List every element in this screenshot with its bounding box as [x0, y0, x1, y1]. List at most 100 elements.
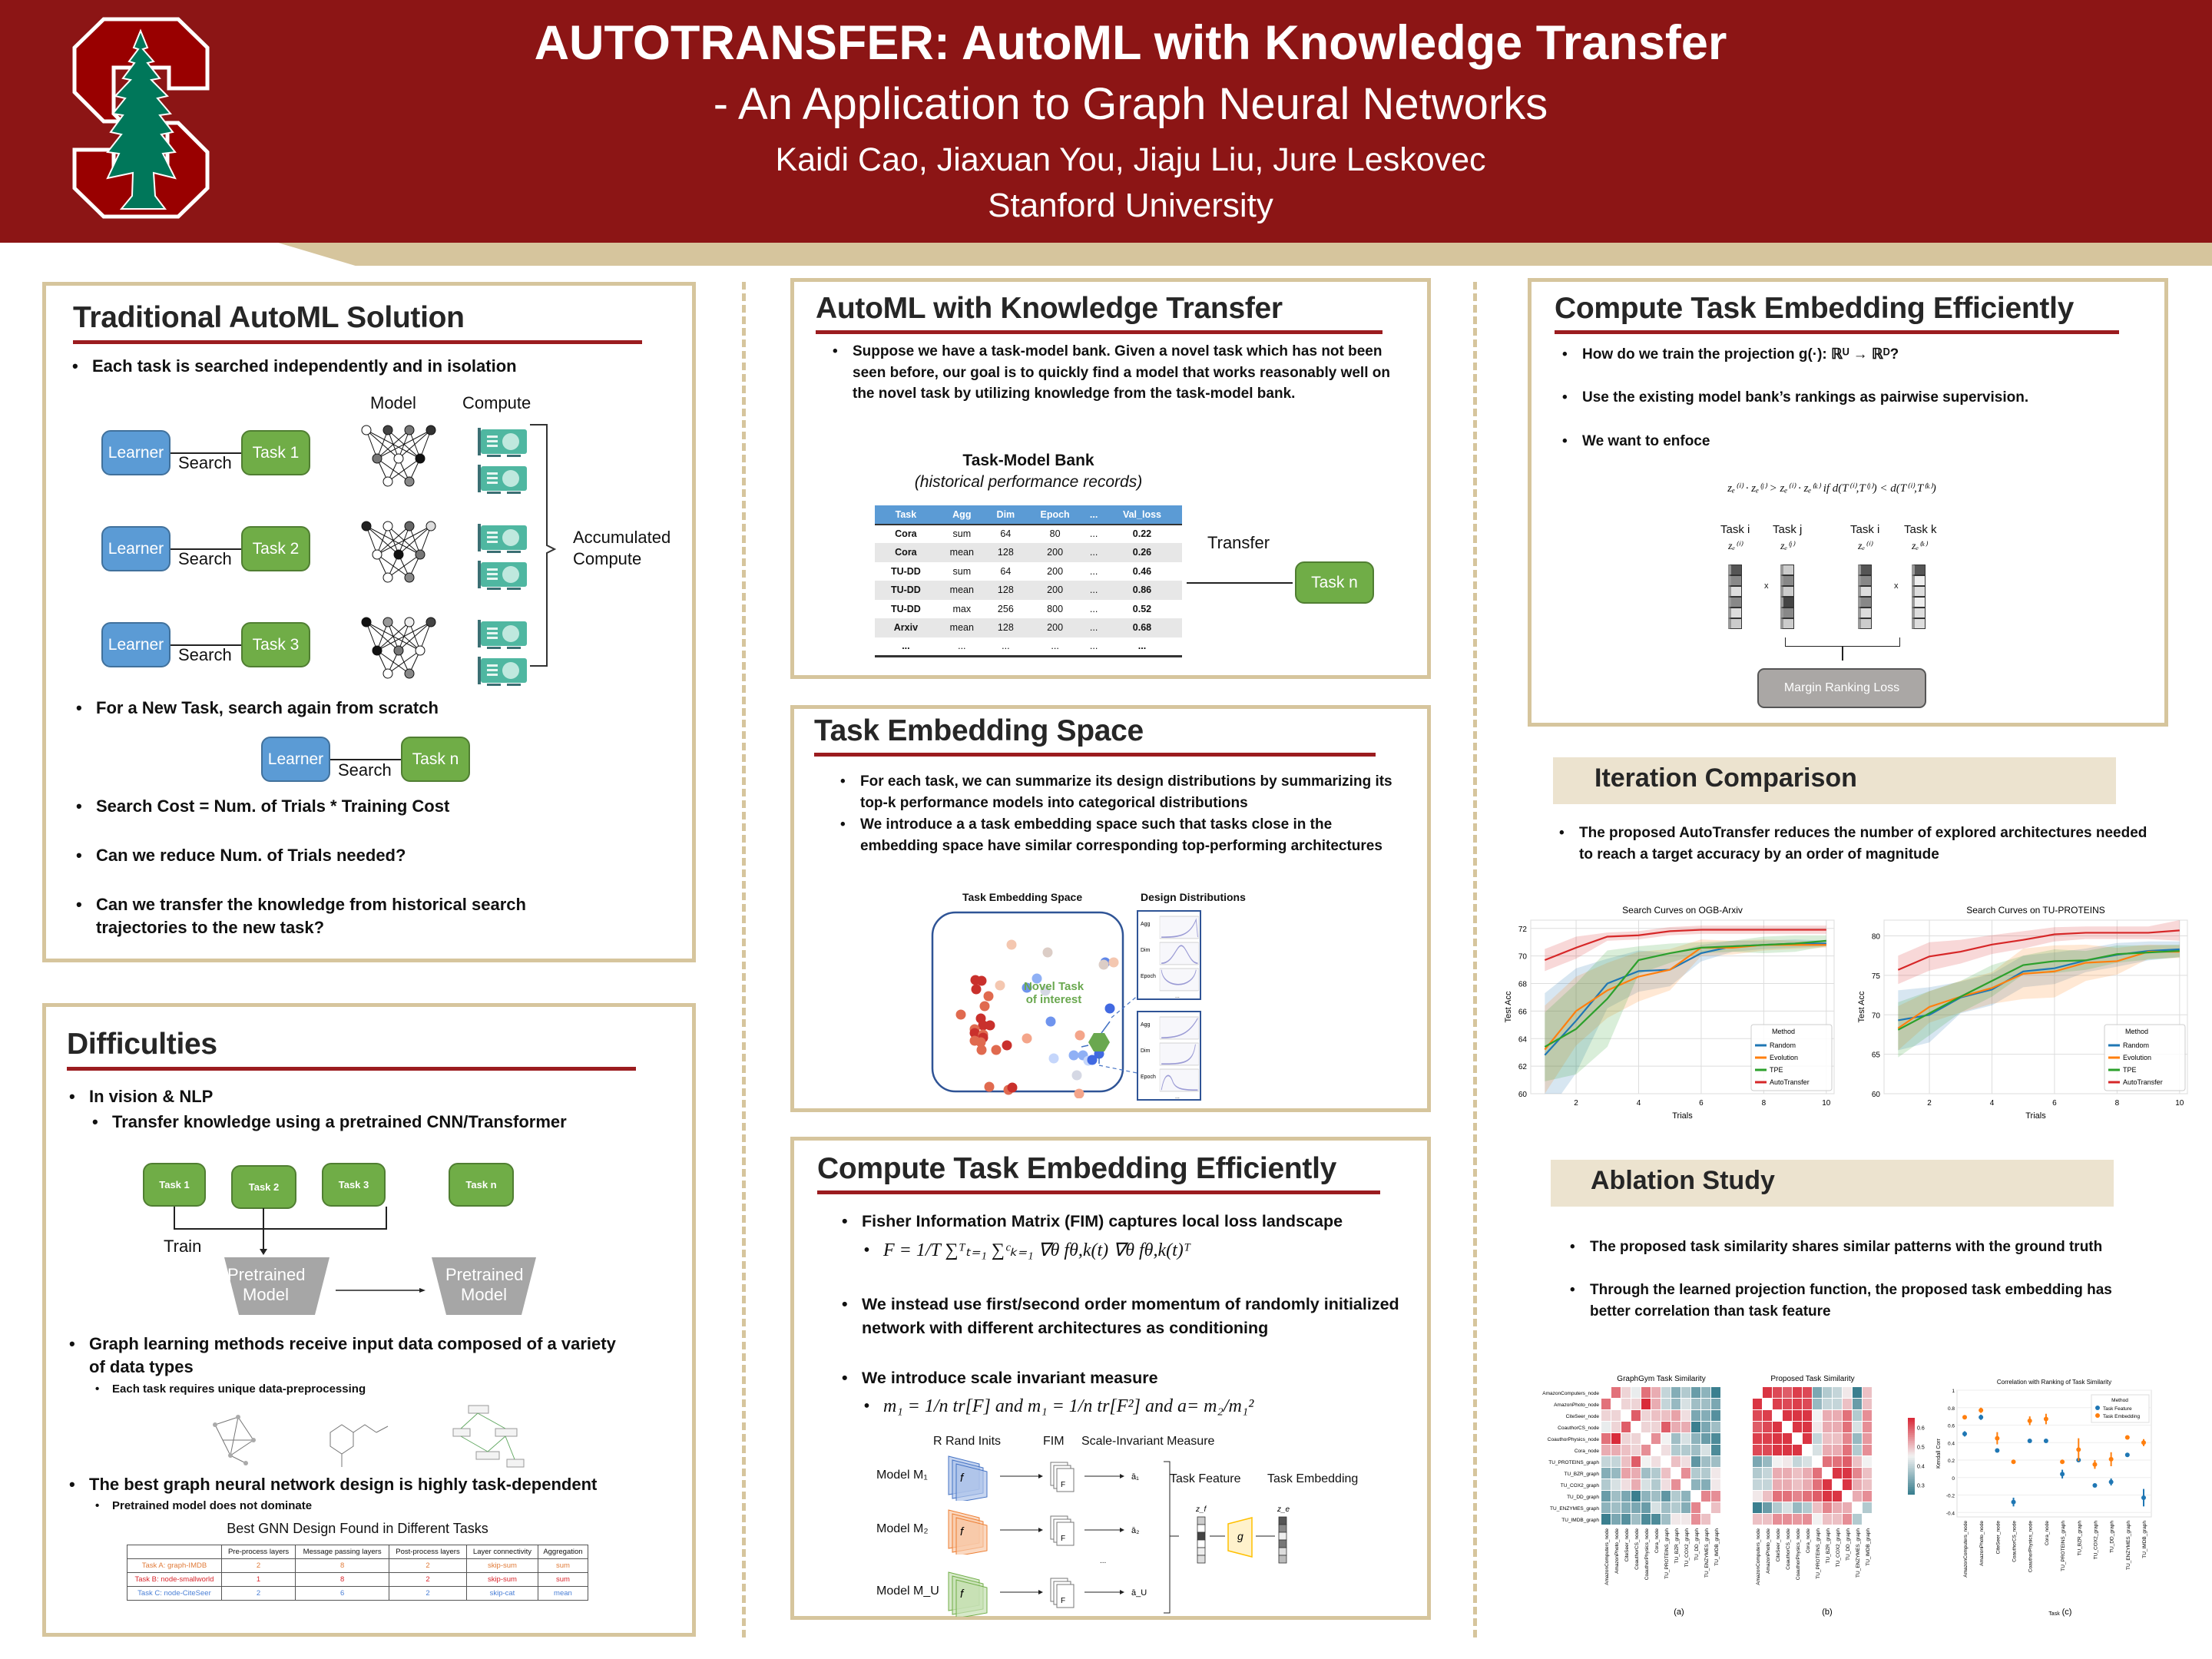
- edge: [387, 650, 421, 674]
- neural-network-icon: [361, 617, 436, 679]
- heatmap-cell: [1803, 1468, 1812, 1479]
- table-cell: 2: [388, 1558, 468, 1573]
- table-cell: ...: [1085, 543, 1102, 562]
- heatmap-cell: [1813, 1502, 1822, 1513]
- series-line: [1544, 929, 1826, 962]
- gpu-bar: [487, 531, 498, 534]
- table-cell: ...: [902, 641, 910, 651]
- heatmap-cell: [1853, 1445, 1862, 1455]
- heatmap-cell: [1651, 1502, 1661, 1513]
- feature-cell: [1197, 1555, 1206, 1564]
- heatmap-cell: [1793, 1479, 1802, 1490]
- edge: [376, 429, 389, 459]
- x-tick-label: CiteSeer_node: [1995, 1521, 2001, 1555]
- colorbar-segment: [1908, 1426, 1915, 1428]
- task-label: Task i: [1720, 523, 1750, 536]
- model-label: Model M₁: [876, 1469, 928, 1482]
- column-label: TU_DD_graph: [1694, 1528, 1700, 1561]
- node: [372, 549, 382, 560]
- x-tick-label: CoauthorCS_node: [2012, 1521, 2018, 1562]
- gpu-pin: [507, 455, 521, 457]
- colorbar-segment: [1908, 1491, 1915, 1493]
- edge: [419, 429, 432, 459]
- heatmap-cell: [1823, 1445, 1832, 1455]
- novel-task-label: Novel Task of interest: [1023, 980, 1084, 1006]
- distribution-fig-title: Design Distributions: [1141, 891, 1246, 903]
- gnn-table-caption: Best GNN Design Found in Different Tasks: [227, 1521, 488, 1536]
- heatmap-cell: [1773, 1422, 1782, 1432]
- heatmap-cell: [1701, 1479, 1710, 1490]
- legend-label: Task Embedding: [2103, 1414, 2140, 1419]
- heatmap-cell: [1671, 1468, 1681, 1479]
- heatmap-cell: [1611, 1491, 1621, 1502]
- gpu-pin: [487, 647, 501, 649]
- x-tick-label: TU_IMDB_graph: [2142, 1521, 2147, 1558]
- task-box: Task n: [449, 1163, 514, 1207]
- section-title: Compute Task Embedding Efficiently: [817, 1152, 1336, 1185]
- heatmap-cell: [1691, 1479, 1700, 1490]
- column-label: TU_PROTEINS_graph: [1664, 1528, 1670, 1579]
- heatmap-cell: [1631, 1445, 1641, 1455]
- colorbar-segment: [1908, 1454, 1915, 1457]
- ellipsis: ...: [1100, 1557, 1107, 1565]
- x-tick-label: 4: [1990, 1099, 1995, 1108]
- heatmap-cell: [1833, 1422, 1842, 1432]
- data-point: [1979, 1408, 1984, 1413]
- distribution-plot: [1159, 1042, 1199, 1066]
- heatmap-cell: [1661, 1456, 1671, 1467]
- x-tick-label: TU_PROTEINS_graph: [2061, 1521, 2066, 1571]
- margin-ranking-loss-box: Margin Ranking Loss: [1757, 668, 1926, 708]
- heatmap-cell: [1823, 1433, 1832, 1444]
- heatmap-cell: [1793, 1445, 1802, 1455]
- task-point: [1040, 985, 1051, 996]
- heatmap-cell: [1783, 1491, 1792, 1502]
- heatmap-cell: [1701, 1502, 1710, 1513]
- row-label: Cora_node: [1575, 1449, 1600, 1454]
- task-box: Task 1: [143, 1163, 206, 1207]
- node: [415, 645, 426, 656]
- table-cell: ...: [1085, 618, 1102, 637]
- heatmap-cell: [1651, 1387, 1661, 1398]
- heatmap-cell: [1823, 1387, 1832, 1398]
- heatmap-cell: [1853, 1410, 1862, 1421]
- neural-network-icon: [361, 425, 436, 487]
- heatmap-cell: [1853, 1502, 1862, 1513]
- embedding-cell: [1780, 618, 1794, 629]
- heatmap-cell: [1611, 1433, 1621, 1444]
- y-tick-label: 1: [1952, 1389, 1955, 1394]
- bullet: Each task is searched independently and …: [69, 355, 517, 378]
- y-tick-label: 75: [1872, 972, 1881, 981]
- heatmap-cell: [1711, 1410, 1720, 1421]
- heatmap-cell: [1763, 1491, 1772, 1502]
- confidence-band: [1898, 920, 2180, 985]
- authors: Kaidi Cao, Jiaxuan You, Jiaju Liu, Jure …: [775, 141, 1486, 178]
- heatmap-cell: [1753, 1387, 1762, 1398]
- bullet: Can we transfer the knowledge from histo…: [73, 893, 611, 939]
- task-point: [1042, 947, 1053, 958]
- gpu-bracket: [478, 561, 481, 588]
- table-cell: 0.22: [1132, 528, 1152, 540]
- legend-marker: [2095, 1413, 2100, 1418]
- heatmap-cell: [1651, 1399, 1661, 1409]
- distribution-label: Dim: [1141, 948, 1151, 953]
- feature-cell: [1197, 1524, 1206, 1533]
- heatmap-cell: [1701, 1399, 1710, 1409]
- projection-g: [1227, 1517, 1253, 1558]
- heatmap-cell: [1681, 1502, 1690, 1513]
- heatmap-cell: [1783, 1433, 1792, 1444]
- gpu-pin: [507, 647, 521, 649]
- gpu-icon: [478, 524, 527, 553]
- learner-box: Learner: [101, 430, 171, 475]
- arrow: [1842, 647, 1843, 661]
- stanford-logo: [72, 17, 210, 219]
- node: [426, 521, 436, 531]
- heatmap-title: GraphGym Task Similarity: [1617, 1375, 1705, 1383]
- y-tick-label: 70: [1518, 953, 1528, 962]
- table-cell: ...: [1089, 528, 1098, 540]
- table-cell: Cora: [875, 543, 937, 562]
- column-label: CiteSeer_node: [1776, 1528, 1781, 1562]
- heatmap-cell: [1661, 1468, 1671, 1479]
- ellipsis: ...: [1175, 1094, 1180, 1100]
